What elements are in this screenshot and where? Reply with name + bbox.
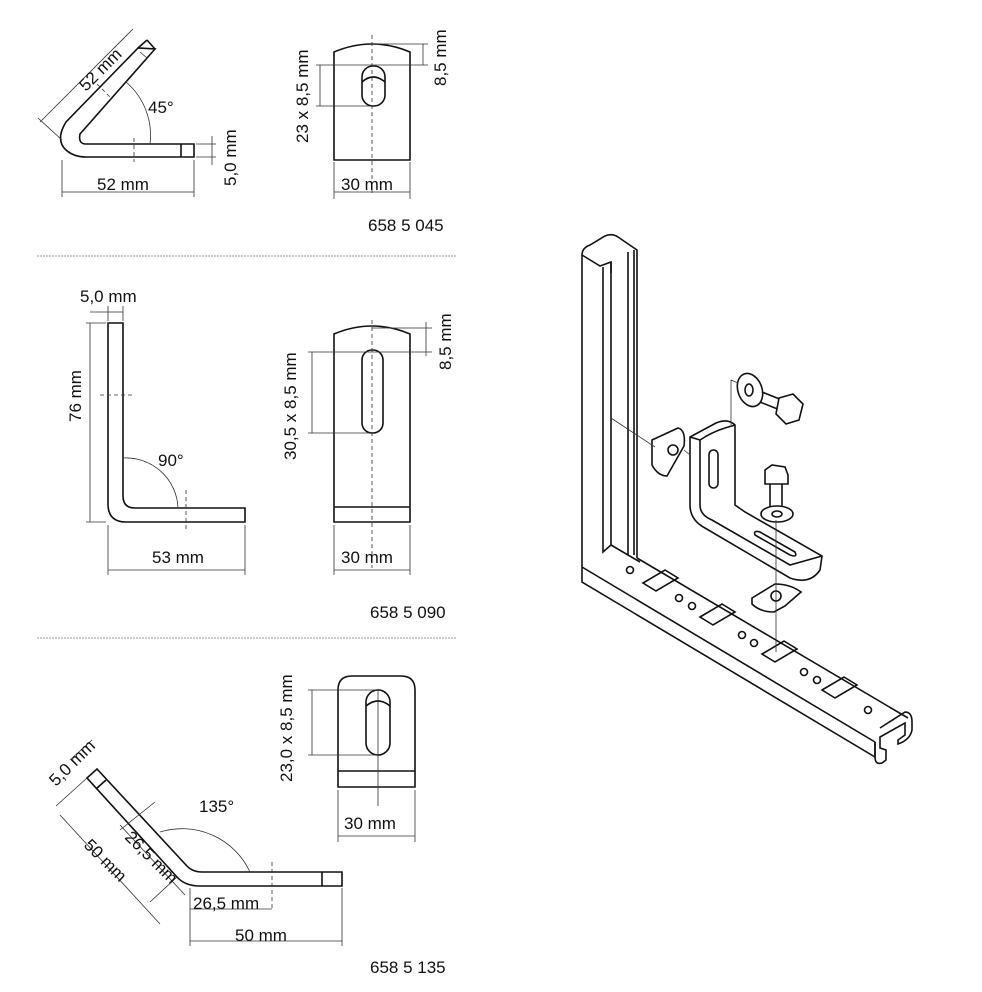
slot-size-label: 30,5 x 8,5 mm <box>281 352 300 460</box>
bracket-45-side-view: 52 mm 45° 52 mm 5,0 mm <box>37 28 240 197</box>
segment-label: 26,5 mm <box>121 827 181 887</box>
segment-label: 26,5 mm <box>193 894 259 913</box>
rail-slots <box>625 565 873 715</box>
width-label: 30 mm <box>341 175 393 194</box>
slot-offset-label: 8,5 mm <box>431 29 450 86</box>
width-label: 30 mm <box>341 548 393 567</box>
assembly-isometric-view <box>581 233 913 765</box>
angle-label: 45° <box>148 98 174 117</box>
leg-length-label: 50 mm <box>80 835 130 885</box>
bracket-135-side-view: 5,0 mm 50 mm 26,5 mm 135° 26,5 mm 50 mm <box>45 736 343 946</box>
bracket-135-plate-view: 23,0 x 8,5 mm 30 mm <box>277 674 416 842</box>
width-label: 30 mm <box>344 814 396 833</box>
slot-size-label: 23 x 8,5 mm <box>293 49 312 143</box>
article-number: 658 5 045 <box>368 216 444 235</box>
slot-size-label: 23,0 x 8,5 mm <box>277 674 296 782</box>
bracket-90-side-view: 5,0 mm 76 mm 90° 53 mm <box>66 287 246 575</box>
channel-nut-upper <box>651 427 686 477</box>
bolt-horizontal <box>736 372 804 425</box>
leg-length-label: 50 mm <box>235 926 287 945</box>
angle-bracket <box>689 420 823 581</box>
bracket-45-plate-view: 23 x 8,5 mm 8,5 mm 30 mm <box>293 29 450 199</box>
leg-length-label: 76 mm <box>66 370 85 422</box>
article-number: 658 5 135 <box>370 958 446 977</box>
thickness-label: 5,0 mm <box>221 129 240 186</box>
channel-nut-lower <box>751 583 803 613</box>
slot-offset-label: 8,5 mm <box>436 313 455 370</box>
bracket-90-plate-view: 30,5 x 8,5 mm 8,5 mm 30 mm <box>281 313 455 575</box>
leg-length-label: 53 mm <box>152 548 204 567</box>
bolt-vertical <box>760 464 794 523</box>
thickness-label: 5,0 mm <box>80 287 137 306</box>
leg-length-label: 52 mm <box>97 175 149 194</box>
angle-label: 135° <box>199 797 234 816</box>
angle-label: 90° <box>158 451 184 470</box>
article-number: 658 5 090 <box>370 603 446 622</box>
